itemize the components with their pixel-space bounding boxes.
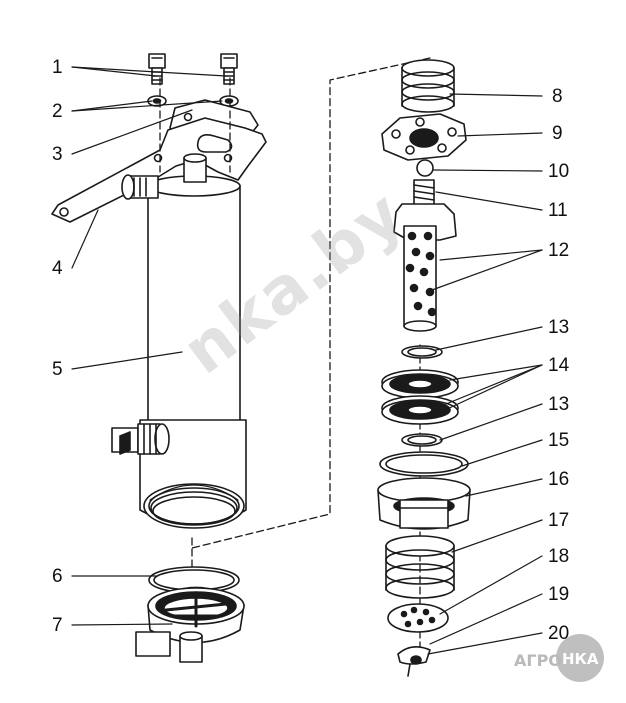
disc-upper <box>381 369 459 399</box>
ring-upper <box>401 345 443 359</box>
callout-5: 5 <box>52 359 63 380</box>
callout-4: 4 <box>52 258 63 279</box>
callout-3: 3 <box>52 144 63 165</box>
upper-spring <box>401 59 455 113</box>
callout-19: 19 <box>548 584 570 605</box>
valve-body <box>377 477 471 530</box>
logo-badge <box>556 634 604 682</box>
callout-18: 18 <box>548 546 570 567</box>
callout-17: 17 <box>548 510 570 531</box>
large-seal-ring <box>379 451 469 477</box>
callout-6: 6 <box>52 566 63 587</box>
callout-14: 14 <box>548 355 570 376</box>
valve-spring <box>413 179 435 207</box>
callout-7: 7 <box>52 615 63 636</box>
logo-text-left: АГРО <box>514 651 562 670</box>
callout-15: 15 <box>548 430 570 451</box>
logo-text-right: НКА <box>562 650 599 668</box>
callout-9: 9 <box>552 123 563 144</box>
callout-20: 20 <box>548 623 570 644</box>
leader-lines <box>71 66 543 655</box>
callout-1: 1 <box>52 57 63 78</box>
locking-pin <box>397 646 431 677</box>
callout-2: 2 <box>52 101 63 122</box>
callout-12: 12 <box>548 240 570 261</box>
disc-lower <box>381 395 459 425</box>
callout-16: 16 <box>548 469 570 490</box>
filter-element <box>393 203 457 332</box>
callout-11: 11 <box>548 200 568 221</box>
perforated-plate <box>387 603 449 633</box>
callout-13-upper: 13 <box>548 317 570 338</box>
callout-13-lower: 13 <box>548 394 570 415</box>
bolt-left <box>148 53 166 85</box>
bolt-right <box>220 53 238 85</box>
check-ball <box>416 159 434 177</box>
lower-spring <box>385 535 455 599</box>
spring-seat-plate <box>381 113 467 161</box>
callout-10: 10 <box>548 161 570 182</box>
filter-housing <box>111 153 247 529</box>
filter-cover <box>135 586 245 663</box>
callout-8: 8 <box>552 86 563 107</box>
ring-lower <box>401 433 443 447</box>
